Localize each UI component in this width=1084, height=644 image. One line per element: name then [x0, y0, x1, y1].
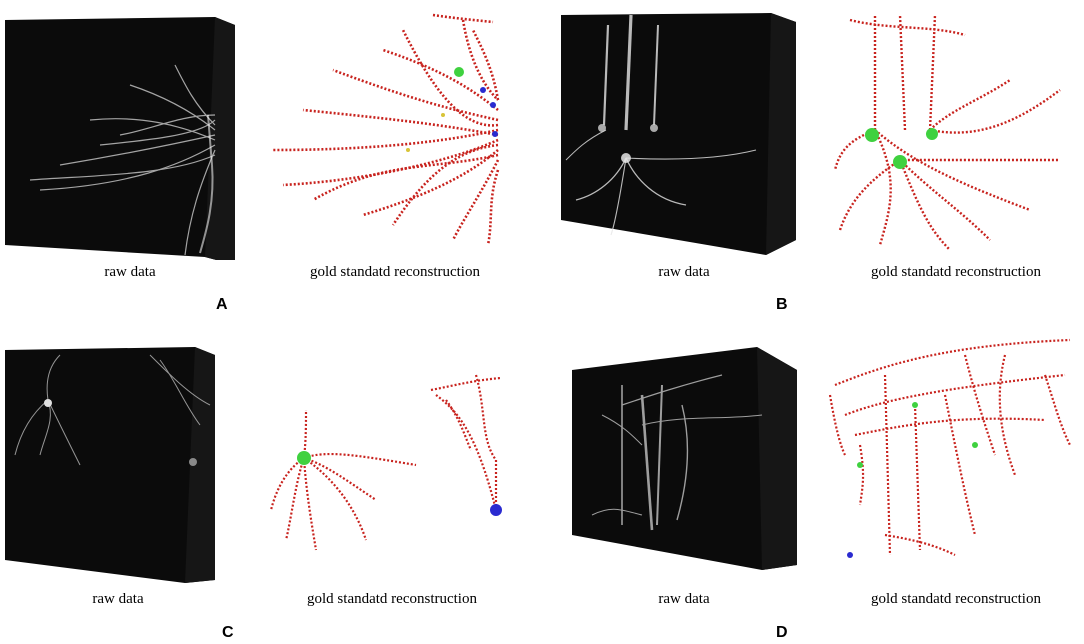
panel-a-label: A — [216, 296, 228, 313]
panel-a-raw-volume — [0, 15, 245, 260]
panel-b-recon-caption: gold standatd reconstruction — [871, 264, 1041, 280]
panel-b-raw-volume — [556, 10, 801, 255]
panel-a-recon-caption: gold standatd reconstruction — [310, 264, 480, 280]
panel-c-reconstruction — [266, 370, 518, 580]
panel-d-label: D — [776, 624, 788, 641]
panel-d-reconstruction — [825, 335, 1075, 580]
panel-d-raw-caption: raw data — [658, 591, 710, 607]
panel-c-label: C — [222, 624, 234, 641]
panel-c-raw-caption: raw data — [92, 591, 144, 607]
panel-c-recon-caption: gold standatd reconstruction — [307, 591, 477, 607]
panel-d-recon-caption: gold standatd reconstruction — [871, 591, 1041, 607]
panel-b-reconstruction — [830, 10, 1070, 255]
panel-b-raw-caption: raw data — [658, 264, 710, 280]
panel-a-raw-caption: raw data — [104, 264, 156, 280]
panel-c-raw-volume — [0, 345, 245, 583]
panel-a-reconstruction — [263, 10, 518, 255]
panel-d-raw-volume — [562, 345, 807, 575]
panel-b-label: B — [776, 296, 788, 313]
